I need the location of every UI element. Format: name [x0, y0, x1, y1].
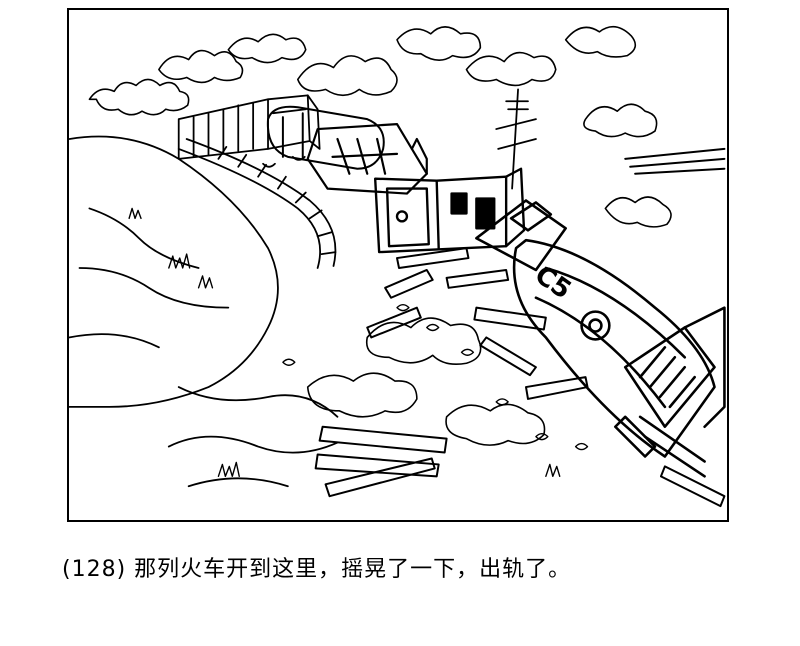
tank-car	[266, 105, 385, 170]
locomotive: C5	[475, 199, 726, 478]
overturned-carriage	[373, 167, 526, 254]
caption-text: 那列火车开到这里，摇晃了一下，出轨了。	[134, 557, 572, 582]
caption: (128) 那列火车开到这里，摇晃了一下，出轨了。	[62, 556, 762, 584]
caption-number: (128)	[62, 557, 127, 582]
train-wreck-illustration: C5	[69, 26, 726, 508]
illustration-panel: C5	[67, 8, 729, 522]
telegraph-pole	[495, 88, 537, 190]
rubble	[282, 303, 589, 451]
smoke-clouds	[88, 26, 672, 446]
distant-field	[624, 147, 726, 175]
grass-tufts	[128, 207, 561, 478]
embankment	[69, 135, 339, 488]
freight-cars	[177, 94, 321, 168]
tilted-car	[306, 123, 428, 195]
railway-track	[177, 138, 337, 269]
scattered-sleepers	[314, 247, 726, 508]
